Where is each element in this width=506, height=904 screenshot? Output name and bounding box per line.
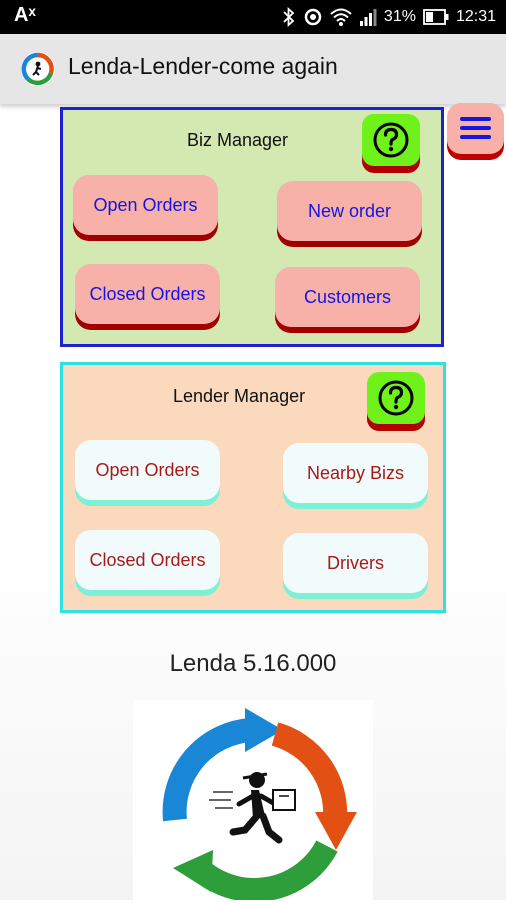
app-bar: Lenda-Lender-come again	[0, 34, 506, 104]
lender-closed-orders-button[interactable]: Closed Orders	[75, 530, 220, 590]
biz-open-orders-button[interactable]: Open Orders	[73, 175, 218, 235]
lender-open-orders-button[interactable]: Open Orders	[75, 440, 220, 500]
status-icons: 31% 12:31	[282, 0, 496, 34]
battery-percent: 31%	[383, 8, 416, 25]
lenda-logo	[133, 700, 373, 903]
lenda-logo-icon	[162, 708, 357, 903]
battery-icon	[423, 9, 449, 25]
version-label: Lenda 5.16.000	[169, 650, 337, 677]
biz-manager-title: Biz Manager	[187, 130, 289, 150]
biz-closed-orders-button[interactable]: Closed Orders	[75, 264, 220, 324]
biz-manager-panel: Biz Manager Open Orders New order Closed…	[60, 107, 444, 347]
delivery-runner-icon	[209, 772, 296, 844]
app-title: Lenda-Lender-come again	[68, 53, 338, 79]
lender-help-button[interactable]	[367, 372, 425, 424]
lender-drivers-button[interactable]: Drivers	[283, 533, 428, 593]
status-bar: Aˣ 31% 12:31	[0, 0, 506, 34]
accessibility-indicator: Aˣ	[14, 4, 36, 26]
menu-button[interactable]	[447, 103, 504, 154]
signal-icon	[359, 9, 377, 26]
clock: 12:31	[455, 8, 496, 25]
bluetooth-icon	[283, 7, 295, 27]
lender-manager-panel: Lender Manager Open Orders Nearby Bizs C…	[60, 362, 446, 613]
biz-new-order-button[interactable]: New order	[277, 181, 422, 241]
biz-help-button[interactable]	[362, 114, 420, 166]
lender-manager-title: Lender Manager	[173, 386, 306, 406]
lender-nearby-bizs-button[interactable]: Nearby Bizs	[283, 443, 428, 503]
biz-customers-button[interactable]: Customers	[275, 267, 420, 327]
lenda-logo-icon	[21, 52, 55, 86]
wifi-icon	[330, 8, 352, 26]
question-mark-icon	[378, 380, 414, 416]
question-mark-icon	[373, 122, 409, 158]
sync-icon	[304, 8, 322, 26]
